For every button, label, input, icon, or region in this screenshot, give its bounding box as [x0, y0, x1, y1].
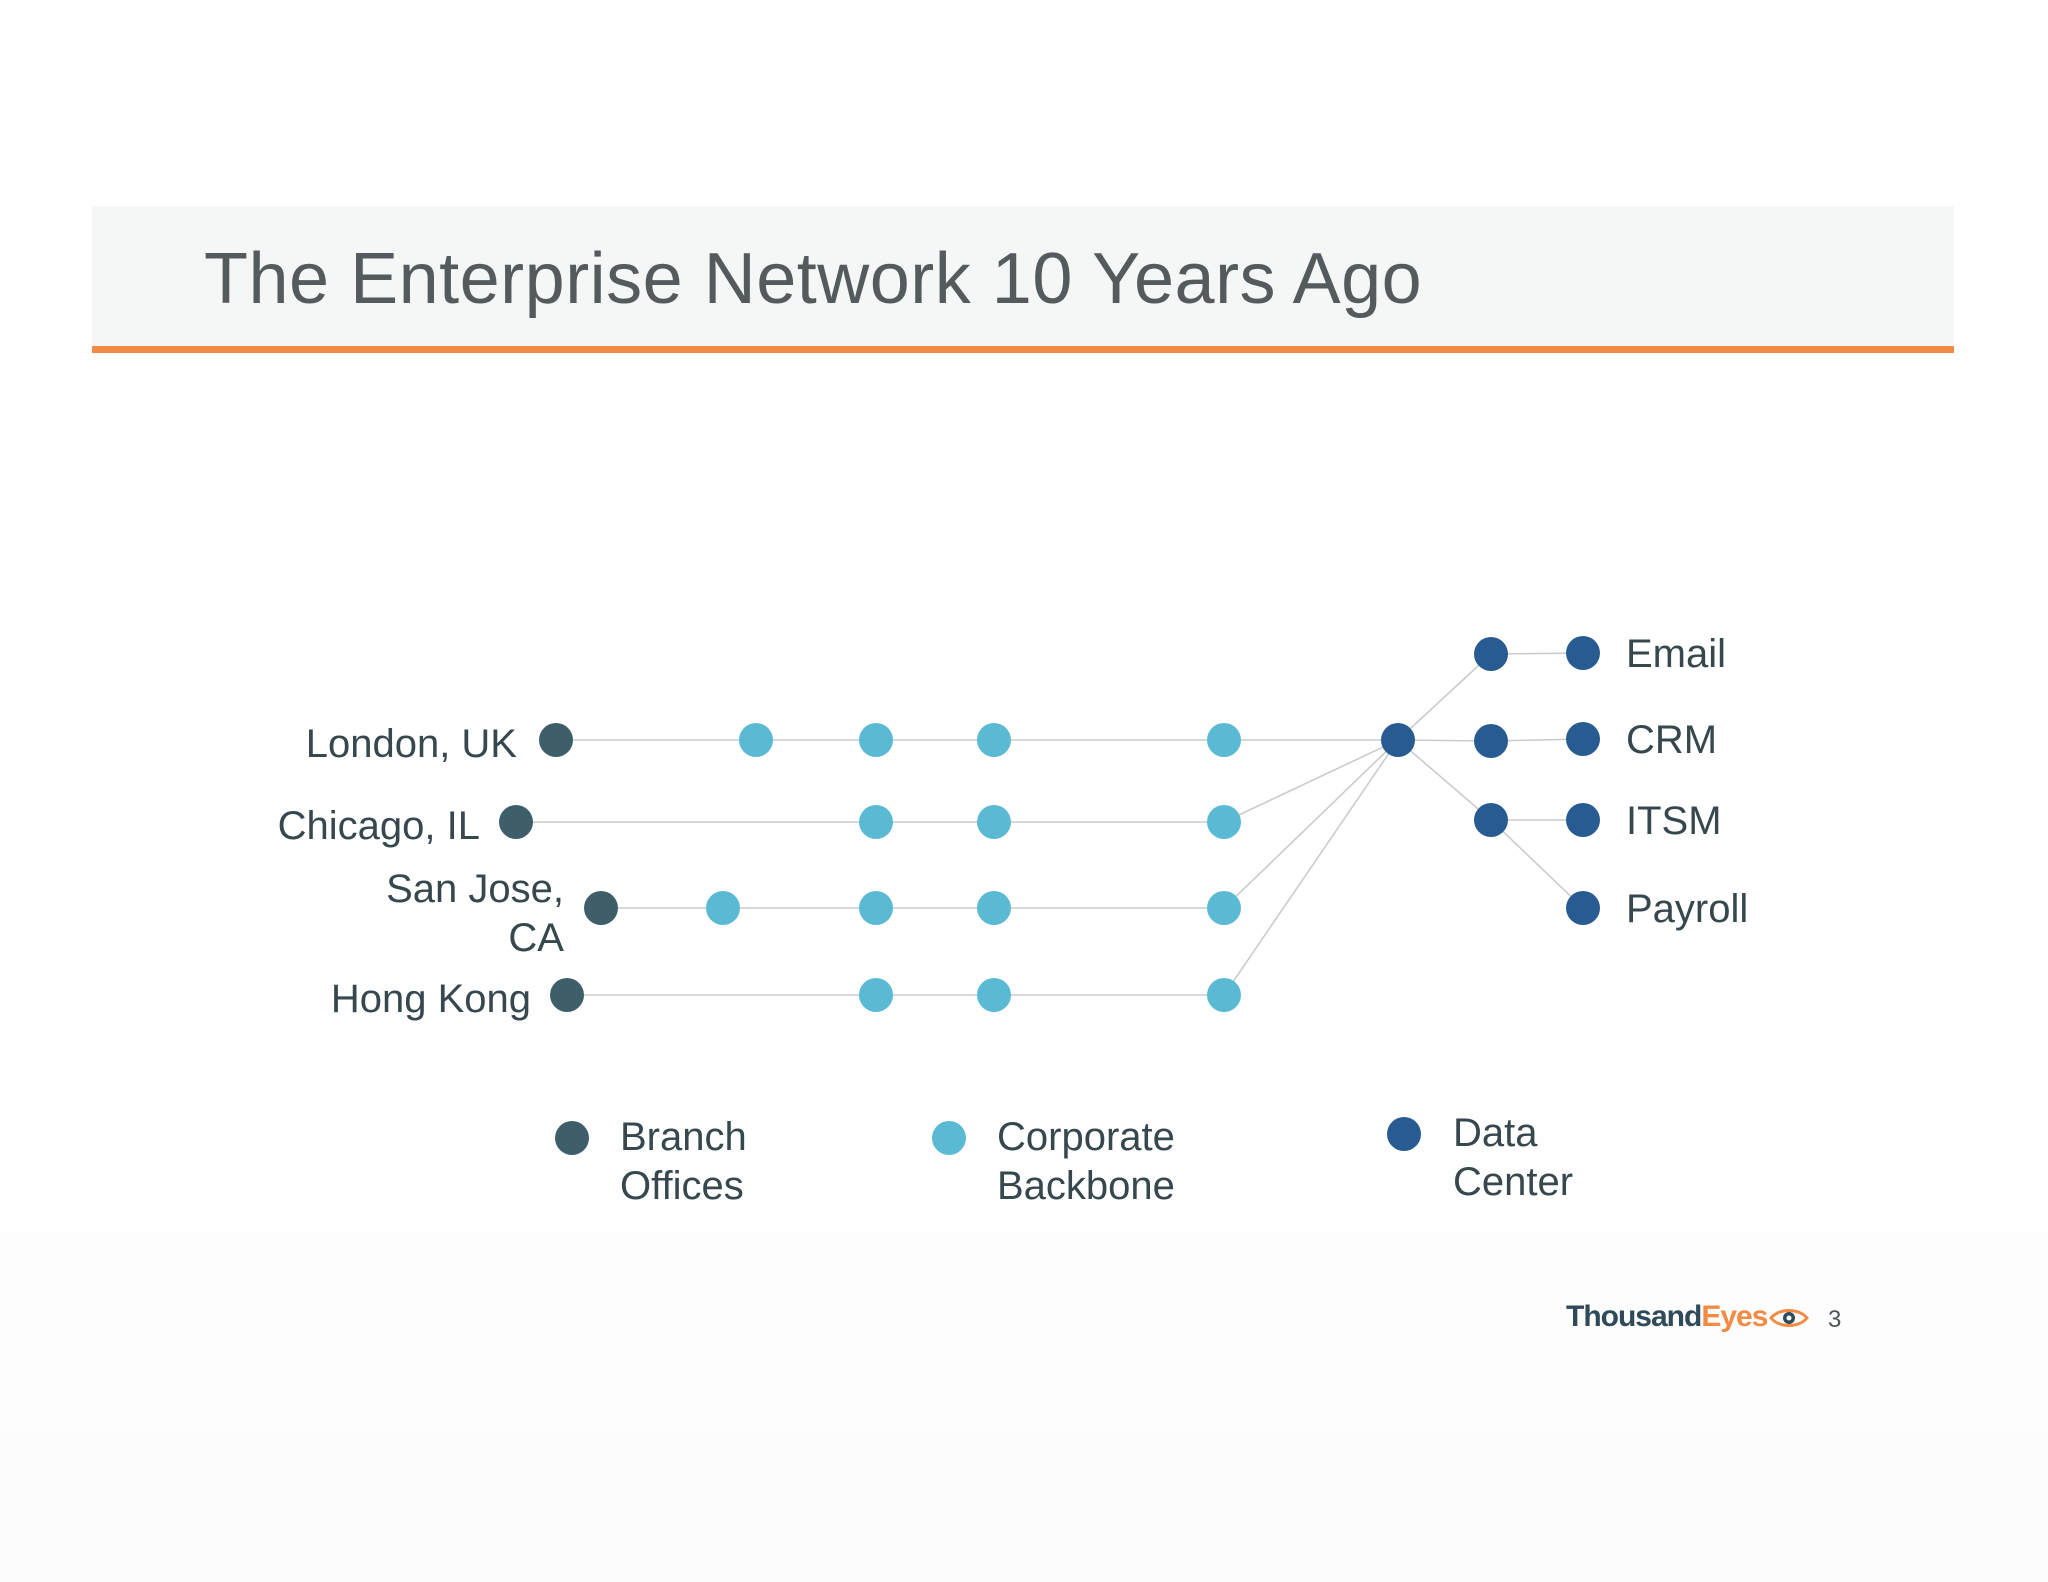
backbone-node-london-3: [977, 723, 1011, 757]
logo-text-eyes: Eyes: [1701, 1300, 1768, 1333]
eye-icon: [1769, 1309, 1810, 1327]
backbone-node-london-4: [1207, 723, 1241, 757]
uplink-sanjose: [1223, 739, 1399, 909]
node-layer: [499, 636, 1600, 1012]
service-link-payroll: [1490, 819, 1584, 909]
legend-label-branch: Branch: [620, 1115, 747, 1159]
slide-title: The Enterprise Network 10 Years Ago: [204, 239, 1423, 319]
backbone-node-london-1: [739, 723, 773, 757]
legend-label-datacenter: Center: [1453, 1160, 1573, 1204]
backbone-node-chicago-2: [977, 805, 1011, 839]
service-label-itsm: ITSM: [1626, 799, 1722, 843]
link-layer: [516, 652, 1584, 996]
service-node-crm: [1566, 722, 1600, 756]
legend-label-backbone: Corporate: [997, 1115, 1175, 1159]
branch-node-chicago: [499, 805, 533, 839]
backbone-node-sanjose-1: [706, 891, 740, 925]
legend-label-backbone: Backbone: [997, 1164, 1175, 1208]
backbone-node-hongkong-3: [1207, 978, 1241, 1012]
uplink-chicago: [1223, 739, 1399, 823]
branch-label-london: London, UK: [306, 722, 518, 766]
service-node-itsm: [1566, 803, 1600, 837]
backbone-node-sanjose-4: [1207, 891, 1241, 925]
uplink-hongkong: [1223, 739, 1399, 996]
datacenter-node-email: [1474, 637, 1508, 671]
dc-link-email: [1397, 653, 1492, 741]
service-label-payroll: Payroll: [1626, 887, 1748, 931]
logo-text-thousand: Thousand: [1566, 1300, 1702, 1333]
service-label-crm: CRM: [1626, 718, 1717, 762]
dc-link-itsm: [1397, 739, 1492, 821]
branch-node-hongkong: [550, 978, 584, 1012]
legend-label-branch: Offices: [620, 1164, 744, 1208]
datacenter-node-itsm: [1474, 803, 1508, 837]
backbone-node-hongkong-1: [859, 978, 893, 1012]
label-layer: London, UK Chicago, IL San Jose, CA Hong Kon…: [278, 632, 1749, 1021]
branch-node-sanjose: [584, 891, 618, 925]
backbone-node-london-2: [859, 723, 893, 757]
legend-swatch-branch: [555, 1121, 589, 1155]
backbone-node-hongkong-2: [977, 978, 1011, 1012]
backbone-node-chicago-3: [1207, 805, 1241, 839]
service-node-email: [1566, 636, 1600, 670]
title-band: [92, 206, 1954, 348]
branch-label-hongkong: Hong Kong: [331, 977, 531, 1021]
branch-node-london: [539, 723, 573, 757]
datacenter-core-node: [1381, 723, 1415, 757]
backbone-node-chicago-1: [859, 805, 893, 839]
backbone-node-sanjose-3: [977, 891, 1011, 925]
title-accent-rule: [92, 346, 1954, 353]
page-number: 3: [1828, 1306, 1842, 1333]
legend-swatch-backbone: [932, 1121, 966, 1155]
service-label-email: Email: [1626, 632, 1726, 676]
datacenter-node-crm: [1474, 724, 1508, 758]
branch-label-sanjose: San Jose,: [386, 867, 564, 911]
branch-label-chicago: Chicago, IL: [278, 804, 480, 848]
branch-label-sanjose: CA: [508, 916, 564, 960]
backbone-node-sanjose-2: [859, 891, 893, 925]
legend-swatch-datacenter: [1387, 1117, 1421, 1151]
legend-label-datacenter: Data: [1453, 1111, 1538, 1155]
thousandeyes-logo: ThousandEyes: [1566, 1300, 1810, 1346]
service-node-payroll: [1566, 891, 1600, 925]
